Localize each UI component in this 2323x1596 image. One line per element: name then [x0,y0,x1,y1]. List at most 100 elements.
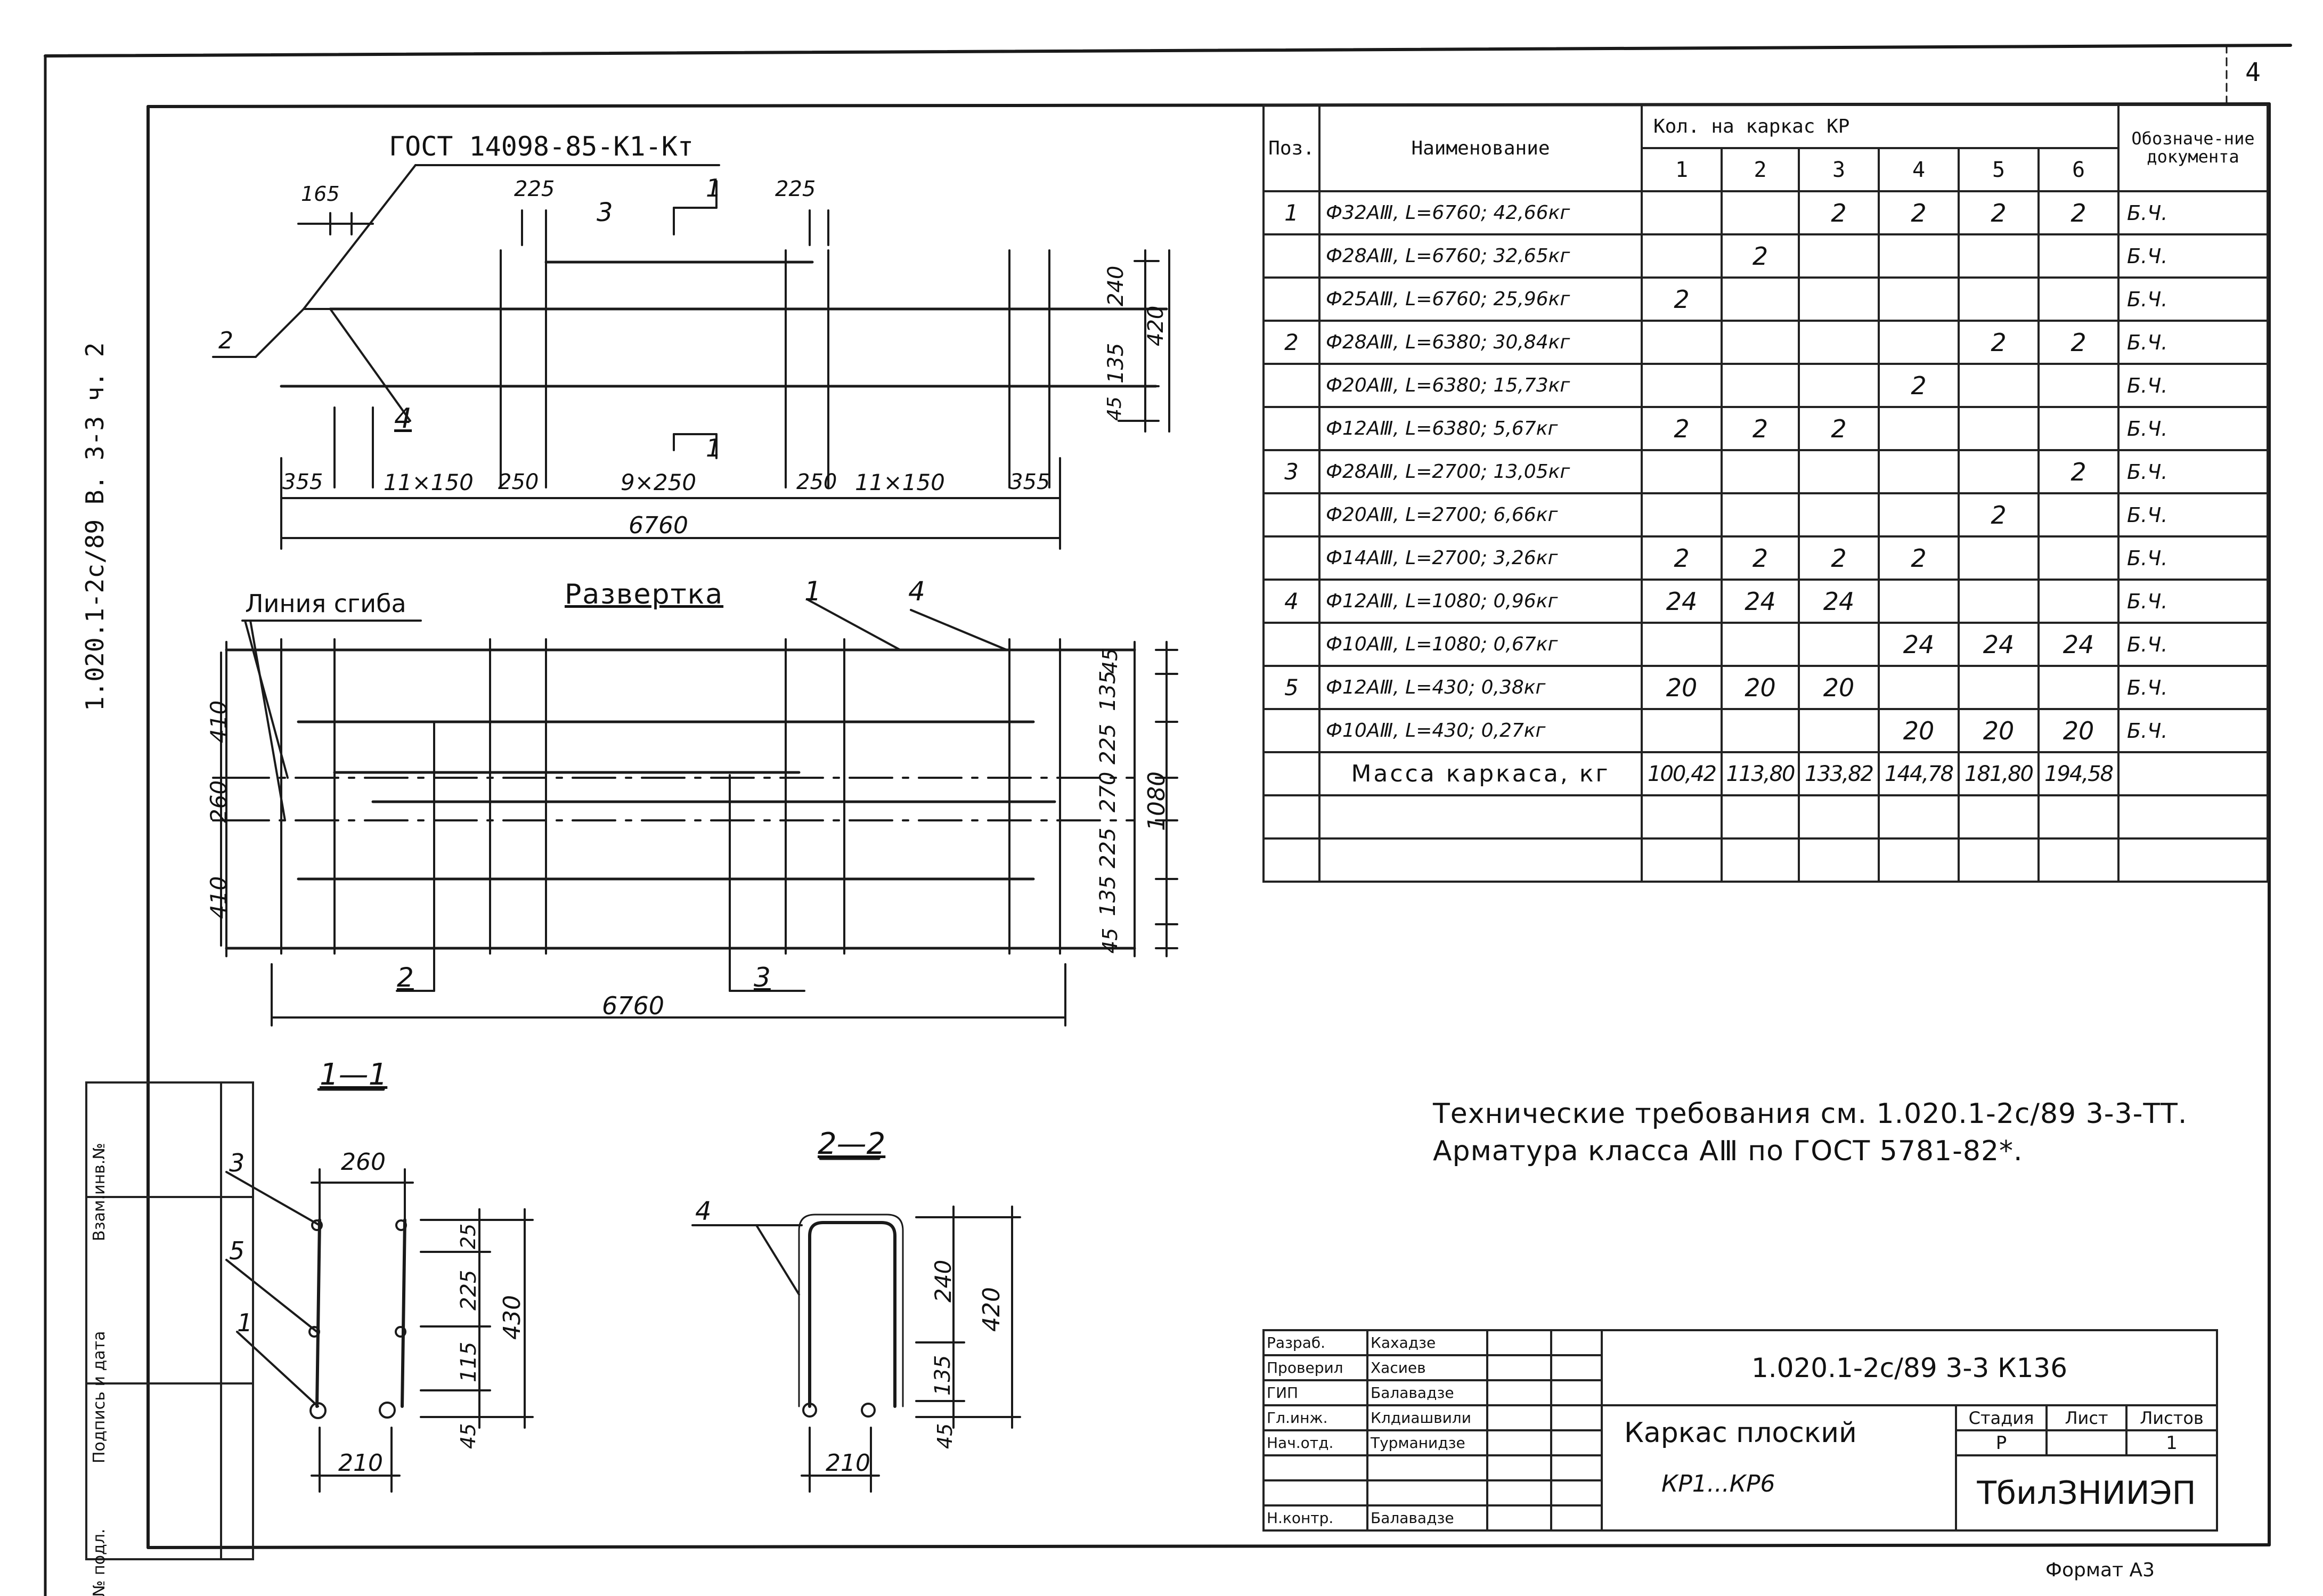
stamp-date [1550,1354,1603,1381]
spec-cell-qty [2037,363,2120,408]
spec-cell-doc: Б.Ч. [2117,708,2269,753]
spec-mass-value: 181,80 [1958,751,2040,796]
stamp-organization: ТбилЗНИИЭП [1955,1454,2218,1532]
spec-mass-value: 113,80 [1721,751,1800,796]
dim-355-right: 355 [1009,470,1050,494]
spec-cell-qty [1641,708,1723,753]
spec-cell-qty: 2 [1798,535,1880,581]
spec-cell-qty [1798,492,1880,538]
spec-cell-qty [1721,449,1800,494]
spec-cell-pos: 3 [1262,449,1321,494]
spec-cell-qty: 20 [1721,665,1800,710]
spec-header-name: Наименование [1318,104,1643,192]
stamp-date [1550,1429,1603,1456]
spec-cell-qty: 24 [1641,579,1723,624]
spec-cell-qty: 20 [1878,708,1960,753]
side-cell-replace: Взам.инв.№ [85,1081,222,1241]
pos-4-leader-label: 4 [394,403,412,435]
sec22-dim-240: 240 [930,1259,956,1302]
flat-dim-410-top: 410 [206,700,232,743]
stamp-document-code: 1.020.1-2с/89 3-3 К136 [1601,1329,2218,1406]
spec-cell-doc: Б.Ч. [2117,665,2269,710]
spec-cell-qty [1798,449,1880,494]
spec-cell-qty [1641,233,1723,279]
stamp-stage-label: Стадия [1955,1404,2048,1431]
sec11-dim-225: 225 [457,1269,481,1310]
spec-cell-qty [1798,622,1880,667]
stamp-role: Н.контр. [1262,1504,1368,1532]
spec-cell-name: Ф28АⅢ, L=2700; 13,05кг [1318,449,1643,494]
dim-225-left: 225 [514,177,555,201]
spec-cell-name: Ф20АⅢ, L=2700; 6,66кг [1318,492,1643,538]
pos-4-leader-label-flat: 4 [908,576,925,607]
spec-blank-row [1262,837,2269,883]
outer-border-top [44,44,2292,58]
section-1-1 [225,1088,534,1493]
spec-cell-doc: Б.Ч. [2117,190,2269,235]
dim-420: 420 [1144,305,1168,346]
flat-dim-225-top: 225 [1096,723,1120,764]
elevation-view [212,164,1170,550]
stamp-role: ГИП [1262,1379,1368,1406]
spec-cell-qty [1798,708,1880,753]
spec-cell-doc: Б.Ч. [2117,406,2269,451]
spec-cell-pos: 4 [1262,579,1321,624]
spec-cell-empty [2117,751,2269,796]
stamp-name: Балавадзе [1366,1504,1488,1532]
spec-cell-qty: 2 [1721,535,1800,581]
stamp-name: Клдиашвили [1366,1404,1488,1431]
spec-cell-name: Ф12АⅢ, L=6380; 5,67кг [1318,406,1643,451]
spec-cell-qty [1721,276,1800,322]
note-technical-requirements: Технические требования см. 1.020.1-2с/89… [1433,1098,2188,1130]
section-2-2 [691,1157,1021,1493]
spec-cell-name: Ф32АⅢ, L=6760; 42,66кг [1318,190,1643,235]
spec-cell-qty [2037,535,2120,581]
stamp-signature [1486,1479,1552,1507]
stamp-name [1366,1479,1488,1507]
flat-dim-135-bottom: 135 [1096,875,1120,916]
spec-cell-qty [2037,406,2120,451]
spec-mass-value: 133,82 [1798,751,1880,796]
spec-cell-qty [2037,233,2120,279]
spec-cell-qty [1798,276,1880,322]
spec-cell-qty [1798,233,1880,279]
spec-cell-qty [1721,190,1800,235]
dim-225-right: 225 [775,177,816,201]
spec-cell-qty [1878,406,1960,451]
cut-1-bottom: 1 [706,434,722,462]
flat-dim-1080: 1080 [1143,771,1170,831]
stamp-signature [1486,1504,1552,1532]
stamp-role [1262,1479,1368,1507]
pos-3-flat-label: 3 [754,962,771,993]
spec-cell-qty [1878,579,1960,624]
stamp-role: Нач.отд. [1262,1429,1368,1456]
development-title: Развертка [565,579,724,610]
stamp-date [1550,1504,1603,1532]
dim-355-left: 355 [282,470,323,494]
sec11-width-210: 210 [338,1450,383,1477]
spec-cell-name: Ф14АⅢ, L=2700; 3,26кг [1318,535,1643,581]
spec-cell-qty [1878,449,1960,494]
dim-11x150-left: 11×150 [384,469,474,495]
spec-cell-qty [2037,579,2120,624]
spec-cell-qty [2037,492,2120,538]
spec-cell-qty [1721,363,1800,408]
sec22-dim-135: 135 [931,1355,955,1396]
spec-mass-value: 144,78 [1878,751,1960,796]
title-block-row [1262,1479,2217,1507]
spec-cell-qty [1958,406,2040,451]
stamp-stage: Р [1955,1429,2048,1456]
spec-cell-name: Ф25АⅢ, L=6760; 25,96кг [1318,276,1643,322]
